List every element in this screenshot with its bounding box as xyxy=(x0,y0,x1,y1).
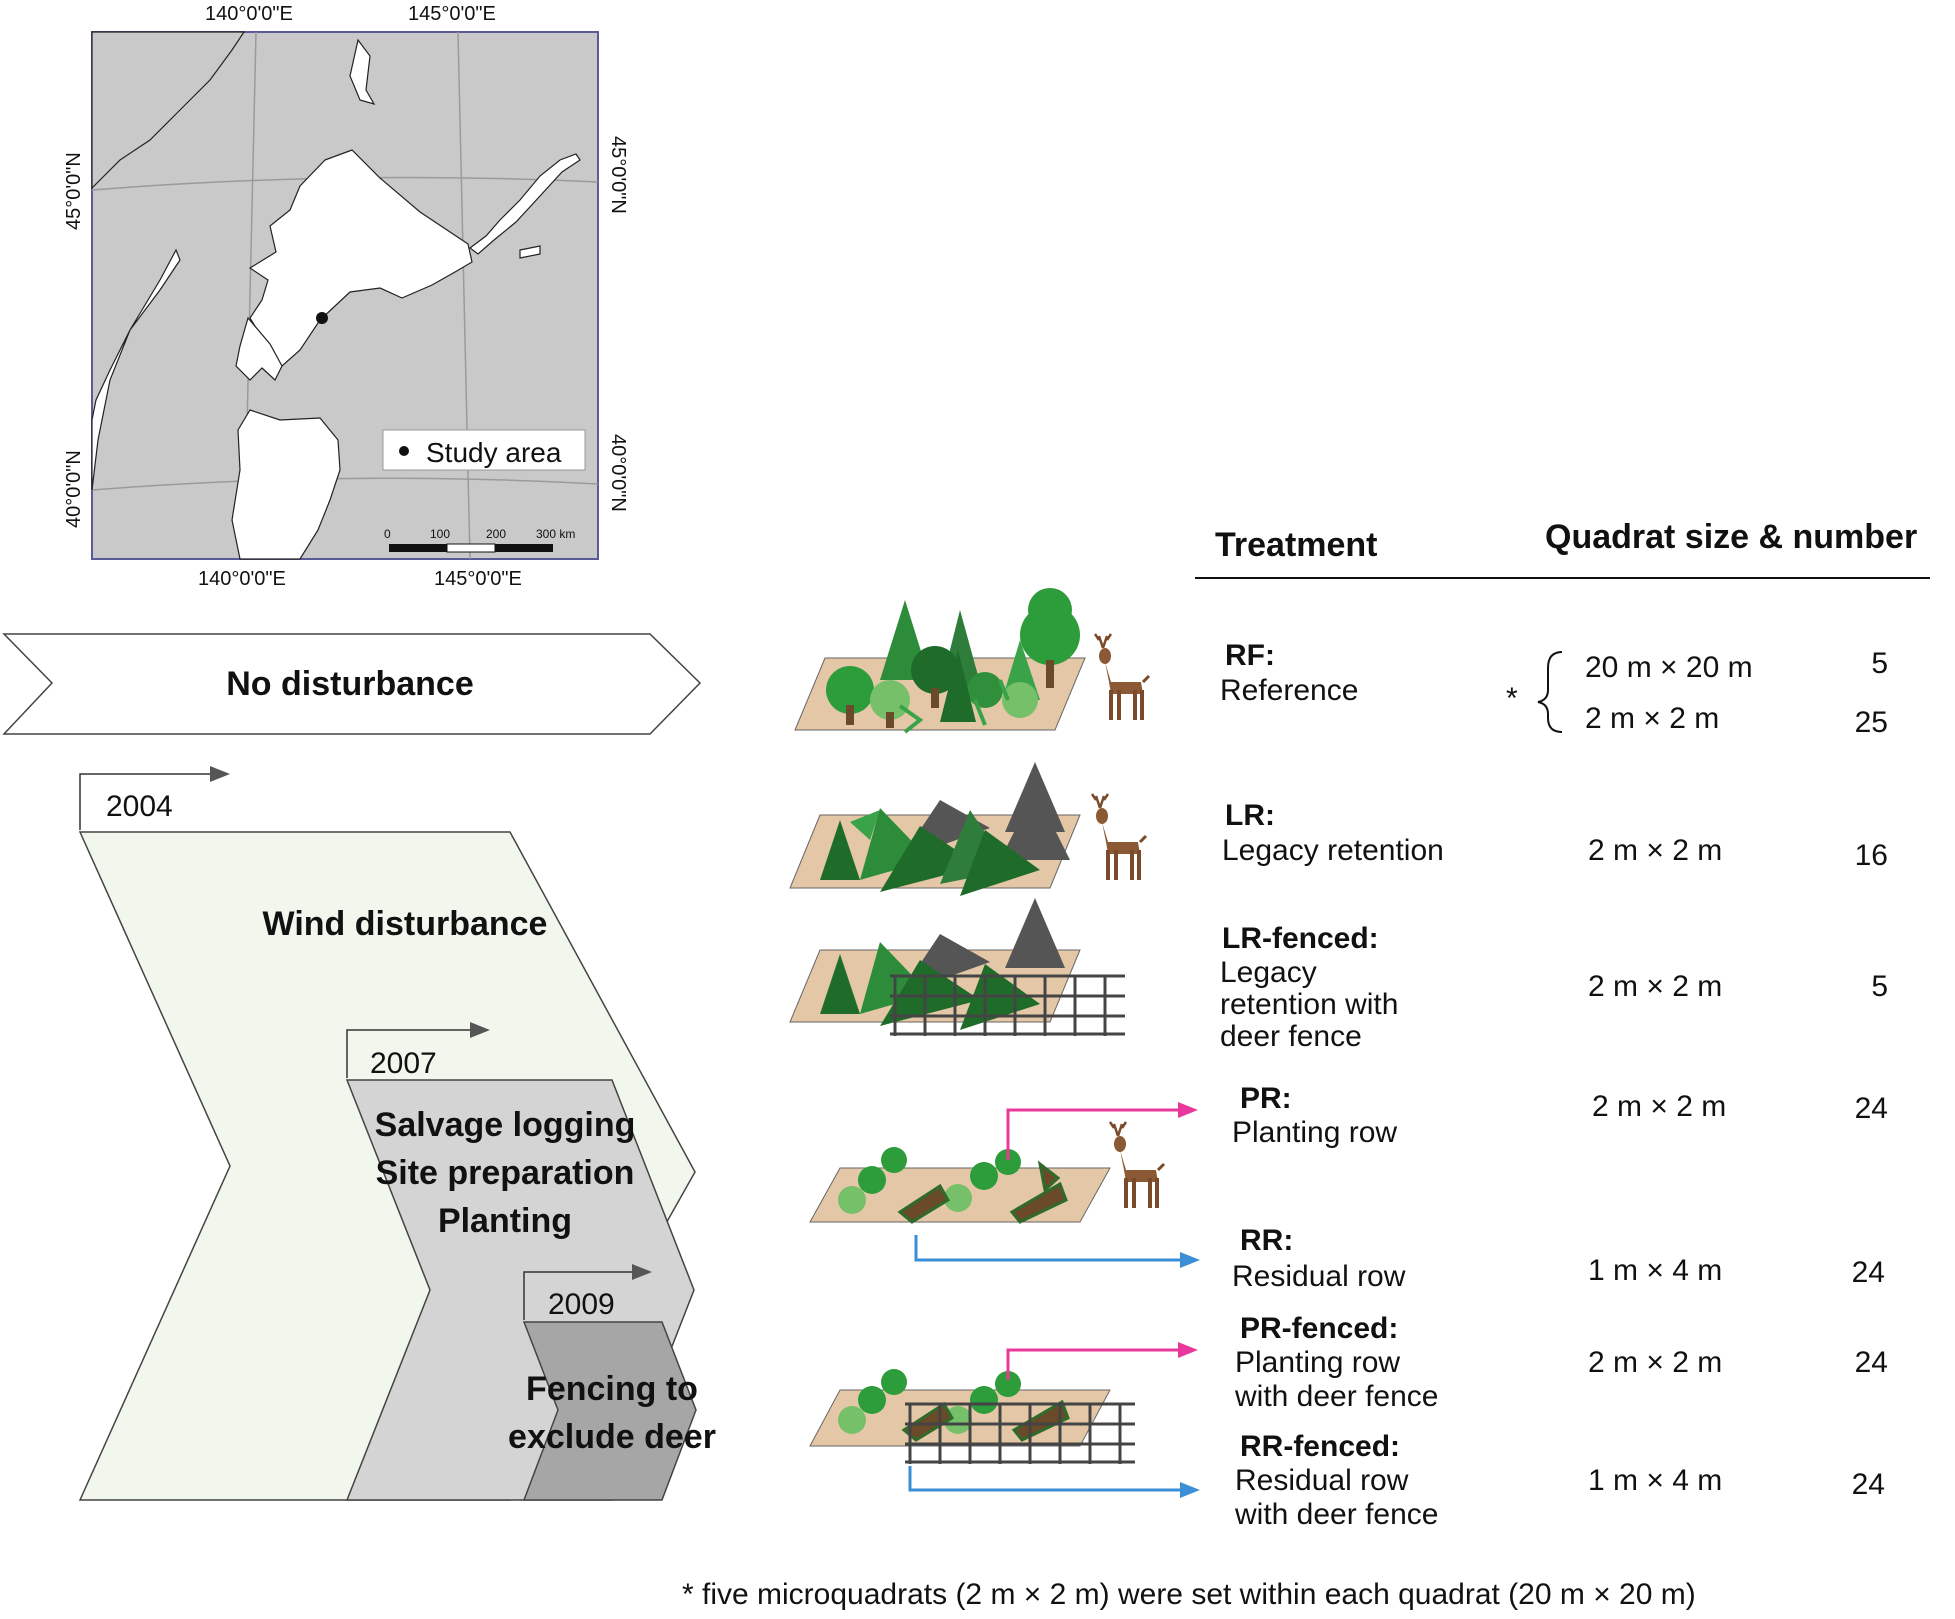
residual-row-fenced-pointer xyxy=(908,1466,1180,1492)
map-left-label-40: 40°0'0"N xyxy=(63,450,85,528)
row-lr-size: 2 m × 2 m xyxy=(1588,834,1722,867)
map-bottom-label-140: 140°0'0"E xyxy=(198,568,286,590)
row-rrf-line-2: with deer fence xyxy=(1234,1498,1438,1531)
scale-tick-200: 200 xyxy=(486,527,506,541)
row-rf-number2: 25 xyxy=(1855,706,1888,739)
row-pr-label: Planting row xyxy=(1232,1116,1397,1149)
map-bottom-label-145: 145°0'0"E xyxy=(434,568,522,590)
fencing-line-1: Fencing to xyxy=(526,1370,698,1408)
map-left-label-45: 45°0'0"N xyxy=(63,152,85,230)
scale-tick-300: 300 km xyxy=(536,527,575,541)
map-top-label-140: 140°0'0"E xyxy=(205,3,293,25)
row-prf-size: 2 m × 2 m xyxy=(1588,1346,1722,1379)
no-disturbance-label: No disturbance xyxy=(226,665,473,703)
row-lrf-line-2: retention with xyxy=(1220,988,1398,1021)
year-2009: 2009 xyxy=(548,1288,615,1321)
row-lr-number: 16 xyxy=(1855,839,1888,872)
map-landmass xyxy=(91,31,581,560)
row-pr-size: 2 m × 2 m xyxy=(1592,1090,1726,1123)
map-top-label-145: 145°0'0"E xyxy=(408,3,496,25)
row-rrf-number: 24 xyxy=(1852,1468,1885,1501)
legacy-retention-illustration xyxy=(789,762,1148,896)
map-legend: Study area xyxy=(382,429,586,471)
year-2009-marker: 2009 xyxy=(523,1264,652,1321)
row-rf-code: RF: xyxy=(1225,639,1275,672)
no-disturbance-chevron xyxy=(2,633,702,735)
map-scale-bar: 0 100 200 300 km xyxy=(384,527,575,553)
planting-residual-illustration xyxy=(809,1102,1200,1268)
year-2007-marker: 2007 xyxy=(346,1022,490,1080)
year-2004: 2004 xyxy=(106,790,173,823)
salvage-line-3: Planting xyxy=(438,1202,572,1240)
fencing-line-2: exclude deer xyxy=(508,1418,716,1456)
year-2007: 2007 xyxy=(370,1047,437,1080)
footnote: * five microquadrats (2 m × 2 m) were se… xyxy=(682,1578,1696,1611)
row-rf-size2: 2 m × 2 m xyxy=(1585,702,1719,735)
planting-row-pointer xyxy=(1006,1108,1178,1160)
row-lr-label: Legacy retention xyxy=(1222,834,1444,867)
row-rf-size: 20 m × 20 m xyxy=(1585,651,1753,684)
deer-fence-icon-2 xyxy=(905,1402,1135,1464)
row-rf-number: 5 xyxy=(1871,647,1888,680)
row-rf-asterisk: * xyxy=(1506,682,1518,715)
row-prf-number: 24 xyxy=(1855,1346,1888,1379)
fencing-chevron xyxy=(522,1321,697,1501)
row-rrf-code: RR-fenced: xyxy=(1240,1430,1400,1463)
row-rr-label: Residual row xyxy=(1232,1260,1406,1293)
deer-fence-icon xyxy=(890,974,1125,1036)
row-lrf-number: 5 xyxy=(1871,970,1888,1003)
scale-tick-100: 100 xyxy=(430,527,450,541)
timeline: No disturbance 2004 Wind disturbance 200… xyxy=(2,633,716,1501)
legacy-retention-fenced-illustration xyxy=(789,898,1125,1036)
row-rf-label: Reference xyxy=(1220,674,1358,707)
row-rr-code: RR: xyxy=(1240,1224,1293,1257)
row-lrf-code: LR-fenced: xyxy=(1222,922,1379,955)
map-right-label-40: 40°0'0"N xyxy=(607,434,629,512)
row-rrf-line-1: Residual row xyxy=(1235,1464,1409,1497)
row-prf-line-2: with deer fence xyxy=(1234,1380,1438,1413)
year-2004-marker: 2004 xyxy=(79,766,230,830)
map-right-label-45: 45°0'0"N xyxy=(607,136,629,214)
row-lr-code: LR: xyxy=(1225,799,1275,832)
row-rf-brace xyxy=(1537,651,1563,733)
legend-label: Study area xyxy=(426,437,562,468)
planting-row-fenced-pointer xyxy=(1006,1348,1178,1380)
residual-row-pointer xyxy=(914,1235,1180,1262)
location-map: Study area 0 100 200 300 km 140°0'0"E 14… xyxy=(63,3,629,590)
treatment-table: Treatment Quadrat size & number RF: Refe… xyxy=(1195,518,1930,1531)
wind-disturbance-label: Wind disturbance xyxy=(263,905,548,943)
salvage-line-2: Site preparation xyxy=(376,1154,635,1192)
scale-tick-0: 0 xyxy=(384,527,391,541)
salvage-line-1: Salvage logging xyxy=(375,1106,636,1144)
header-quadrat: Quadrat size & number xyxy=(1545,518,1917,556)
reference-forest-illustration xyxy=(794,588,1151,734)
row-rr-number: 24 xyxy=(1852,1256,1885,1289)
study-area-marker xyxy=(316,312,328,324)
row-pr-code: PR: xyxy=(1240,1082,1292,1115)
row-lrf-line-3: deer fence xyxy=(1220,1020,1362,1053)
planting-residual-fenced-illustration xyxy=(809,1342,1200,1498)
row-prf-line-1: Planting row xyxy=(1235,1346,1400,1379)
slash-debris-icon xyxy=(897,1160,1068,1224)
header-treatment: Treatment xyxy=(1215,526,1378,564)
row-rr-size: 1 m × 4 m xyxy=(1588,1254,1722,1287)
row-prf-code: PR-fenced: xyxy=(1240,1312,1398,1345)
row-lrf-line-1: Legacy xyxy=(1220,956,1317,989)
row-pr-number: 24 xyxy=(1855,1092,1888,1125)
row-lrf-size: 2 m × 2 m xyxy=(1588,970,1722,1003)
row-rrf-size: 1 m × 4 m xyxy=(1588,1464,1722,1497)
